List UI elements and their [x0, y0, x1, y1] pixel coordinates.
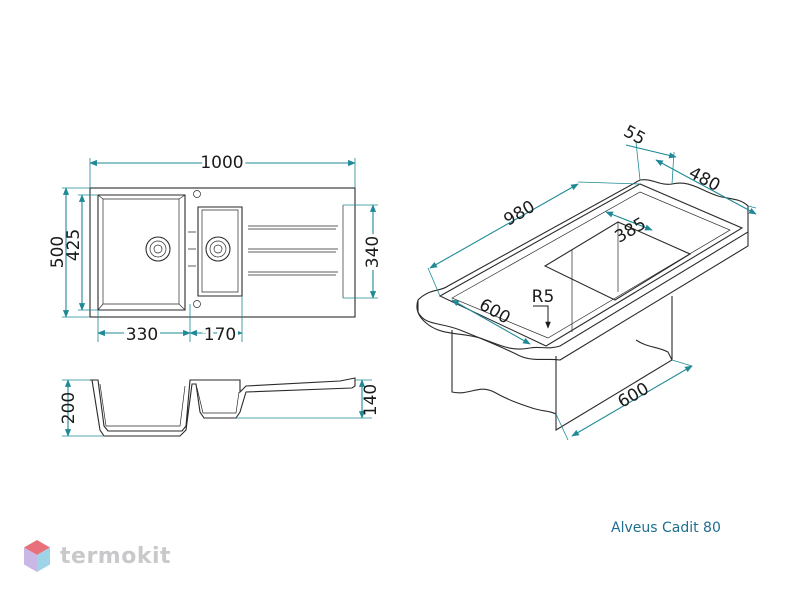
- main-bowl-inner: [102, 198, 180, 305]
- dim-top-height: 500: [48, 236, 68, 268]
- dim-iso-bowl: 385: [611, 214, 649, 248]
- dim-drainer-height: 340: [363, 236, 383, 268]
- dim-top-inner-height: 425: [64, 229, 84, 261]
- sink-profile: [90, 377, 356, 437]
- dim-side-depth-small: 140: [361, 384, 381, 416]
- isometric-view: 55 480 980 385 R5 600 600: [416, 122, 757, 441]
- tap-hole-icon: [193, 190, 201, 198]
- overflow-icon: [193, 300, 201, 308]
- dim-iso-flange: 55: [620, 122, 648, 150]
- dim-main-bowl-width: 330: [126, 325, 158, 345]
- dim-small-bowl-width: 170: [204, 325, 236, 345]
- side-section: 200 140: [59, 377, 381, 437]
- model-caption: Alveus Cadit 80: [611, 520, 721, 536]
- hexagon-logo-icon: [24, 540, 50, 572]
- small-bowl-inner: [201, 209, 239, 293]
- dim-iso-radius: R5: [532, 287, 555, 307]
- main-bowl-outer: [97, 194, 186, 311]
- countertop: [416, 179, 749, 350]
- drainer-grooves: [188, 225, 338, 276]
- countertop-edge: [417, 232, 749, 361]
- small-drain-icon: [205, 236, 231, 262]
- bowl-opening: [543, 221, 692, 301]
- sink-outline: [89, 187, 356, 318]
- dim-side-depth-main: 200: [59, 392, 79, 424]
- dim-iso-depth: 480: [685, 163, 723, 196]
- dim-iso-length: 980: [500, 197, 538, 231]
- main-drain-icon: [145, 236, 171, 262]
- top-view: 1000 500 425 340 330 170: [48, 150, 386, 348]
- brand-logo: termokit: [22, 536, 171, 576]
- small-bowl-outer: [197, 206, 243, 297]
- brand-name: termokit: [60, 543, 172, 569]
- dim-top-width: 1000: [200, 153, 243, 173]
